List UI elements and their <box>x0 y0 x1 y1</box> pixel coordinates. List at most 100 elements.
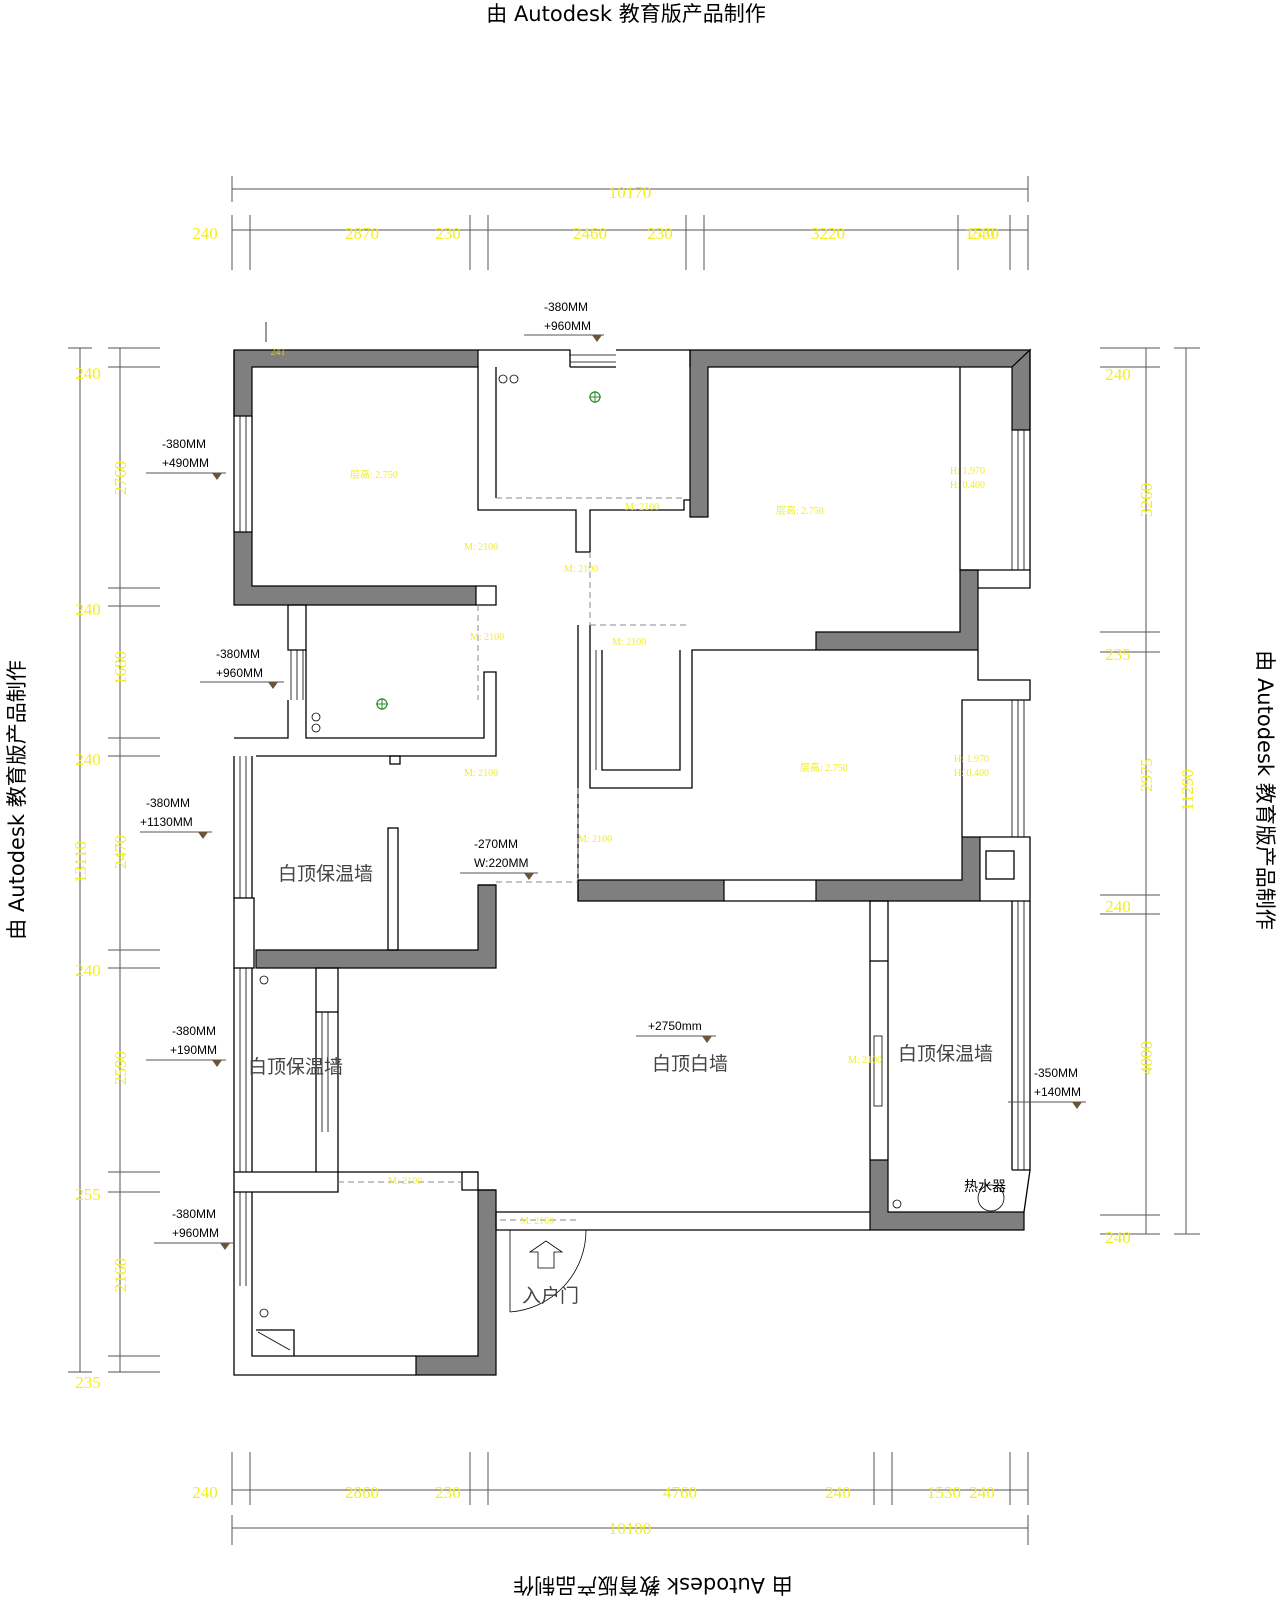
dim-bottom-seg: 240 <box>825 1483 851 1502</box>
svg-text:层高: 2.750: 层高: 2.750 <box>350 468 398 481</box>
level-marker: -380MM +190MM <box>146 1024 226 1067</box>
svg-text:M: 2100: M: 2100 <box>388 1176 422 1187</box>
dim-right-total: 11290 <box>1178 769 1197 811</box>
svg-text:-270MM: -270MM <box>474 837 518 851</box>
dim-top-seg: 1530 <box>965 224 999 243</box>
dim-top-seg: 240 <box>192 224 218 243</box>
svg-text:H: 1.970: H: 1.970 <box>950 466 985 477</box>
dim-right-seg: 4000 <box>1137 1041 1156 1075</box>
svg-text:-380MM: -380MM <box>216 647 260 661</box>
dim-right-seg: 2975 <box>1137 758 1156 792</box>
dim-left-seg: 2470 <box>111 835 130 869</box>
dim-top-seg: 3220 <box>811 224 845 243</box>
svg-text:+960MM: +960MM <box>216 666 263 680</box>
water-heater-label: 热水器 <box>964 1179 1006 1195</box>
room-label: 白顶白墙 <box>652 1053 728 1075</box>
svg-text:M: 2100: M: 2100 <box>578 834 612 845</box>
top-dimensions: 10170 240 2870 230 2460 230 3220 1530 24… <box>192 176 1029 270</box>
fixtures: 241 <box>259 322 1005 1318</box>
svg-text:+2750mm: +2750mm <box>648 1019 702 1033</box>
dim-bottom-seg: 240 <box>192 1483 218 1502</box>
dim-bottom-seg: 4760 <box>663 1483 697 1502</box>
svg-text:+960MM: +960MM <box>172 1226 219 1240</box>
level-marker: -350MM +140MM <box>1008 1066 1086 1109</box>
svg-text:H: 1.970: H: 1.970 <box>954 754 989 765</box>
dim-left-seg: 1680 <box>111 651 130 685</box>
dim-top-seg: 240 <box>969 224 995 243</box>
interior-yellow-notes: 层高: 2.750 层高: 2.750 层高: 2.750 H: 1.970 H… <box>350 466 989 1227</box>
svg-text:M: 2100: M: 2100 <box>464 542 498 553</box>
watermark-bottom: 由 Autodesk 教育版产品制作 <box>513 1573 792 1597</box>
dim-bottom-total: 10100 <box>609 1519 652 1538</box>
svg-text:+190MM: +190MM <box>170 1043 217 1057</box>
dim-top-seg: 2870 <box>345 224 379 243</box>
openings-dashed <box>338 497 690 1221</box>
svg-text:+140MM: +140MM <box>1034 1085 1081 1099</box>
dim-right-seg: 240 <box>1105 1228 1131 1247</box>
ceiling-light-icon <box>589 391 601 403</box>
level-marker: -380MM +1130MM <box>140 796 212 839</box>
svg-text:-380MM: -380MM <box>172 1024 216 1038</box>
right-dimensions: 11290 240 3260 235 2975 240 4000 240 <box>1100 347 1200 1247</box>
svg-text:-380MM: -380MM <box>172 1207 216 1221</box>
dim-bottom-seg: 2860 <box>345 1483 379 1502</box>
svg-text:H: 0.400: H: 0.400 <box>950 480 985 491</box>
svg-text:W:220MM: W:220MM <box>474 856 528 870</box>
svg-text:-380MM: -380MM <box>146 796 190 810</box>
svg-text:H: 0.400: H: 0.400 <box>954 768 989 779</box>
svg-text:-380MM: -380MM <box>544 300 588 314</box>
room-label: 白顶保温墙 <box>248 1056 343 1078</box>
svg-text:M: 2100: M: 2100 <box>564 564 598 575</box>
dim-top-seg: 230 <box>647 224 673 243</box>
dim-top-seg: 2460 <box>573 224 607 243</box>
level-marker: +2750mm <box>636 1019 716 1043</box>
entrance-label: 入户门 <box>522 1285 579 1307</box>
left-dimensions: 13110 240 2760 240 1680 240 2470 240 259… <box>68 347 160 1392</box>
dim-right-seg: 235 <box>1105 645 1131 664</box>
svg-text:M: 2100: M: 2100 <box>470 632 504 643</box>
svg-text:-350MM: -350MM <box>1034 1066 1078 1080</box>
svg-text:241: 241 <box>271 347 286 358</box>
svg-text:+490MM: +490MM <box>162 456 209 470</box>
dim-bottom-seg: 230 <box>435 1483 461 1502</box>
dim-left-seg: 2590 <box>111 1051 130 1085</box>
dim-right-seg: 3260 <box>1137 483 1156 517</box>
dim-left-total: 13110 <box>71 841 90 883</box>
svg-text:M: 2100: M: 2100 <box>848 1055 882 1066</box>
dim-left-seg: 240 <box>75 600 101 619</box>
watermark-left: 由 Autodesk 教育版产品制作 <box>5 660 29 939</box>
dim-left-seg: 240 <box>75 364 101 383</box>
svg-text:M: 2100: M: 2100 <box>625 502 659 513</box>
svg-text:+1130MM: +1130MM <box>140 815 193 829</box>
dim-left-seg: 235 <box>75 1373 101 1392</box>
dim-right-seg: 240 <box>1105 897 1131 916</box>
wall-outlines <box>233 349 1031 1376</box>
svg-text:M: 2100: M: 2100 <box>612 637 646 648</box>
dim-right-seg: 240 <box>1105 365 1131 384</box>
dim-bottom-seg: 1530 <box>927 1483 961 1502</box>
dim-left-seg: 2760 <box>111 461 130 495</box>
dim-bottom-seg: 240 <box>969 1483 995 1502</box>
dim-left-seg: 240 <box>75 961 101 980</box>
level-marker: -380MM +490MM <box>146 437 226 480</box>
svg-text:层高: 2.750: 层高: 2.750 <box>776 504 824 517</box>
level-marker: -380MM +960MM <box>524 300 604 342</box>
svg-text:层高: 2.750: 层高: 2.750 <box>800 761 848 774</box>
dim-top-seg: 230 <box>435 224 461 243</box>
level-marker: -380MM +960MM <box>154 1207 234 1250</box>
level-marker: -270MM W:220MM <box>460 837 538 880</box>
bottom-dimensions: 10100 240 2860 230 4760 240 1530 240 <box>192 1452 1029 1545</box>
svg-text:M: 2100: M: 2100 <box>464 768 498 779</box>
level-marker: -380MM +960MM <box>200 647 284 689</box>
level-markers: -380MM +960MM -380MM +490MM -380MM +960M… <box>140 300 1086 1250</box>
svg-text:M: 2100: M: 2100 <box>520 1216 554 1227</box>
watermark-top: 由 Autodesk 教育版产品制作 <box>486 2 765 26</box>
dim-left-seg: 240 <box>75 750 101 769</box>
dim-left-seg: 2160 <box>111 1258 130 1292</box>
room-label: 白顶保温墙 <box>898 1043 993 1065</box>
ceiling-light-icon <box>376 698 388 710</box>
water-heater-symbol <box>977 1184 1005 1212</box>
dim-top-total: 10170 <box>609 183 652 202</box>
svg-text:+960MM: +960MM <box>544 319 591 333</box>
